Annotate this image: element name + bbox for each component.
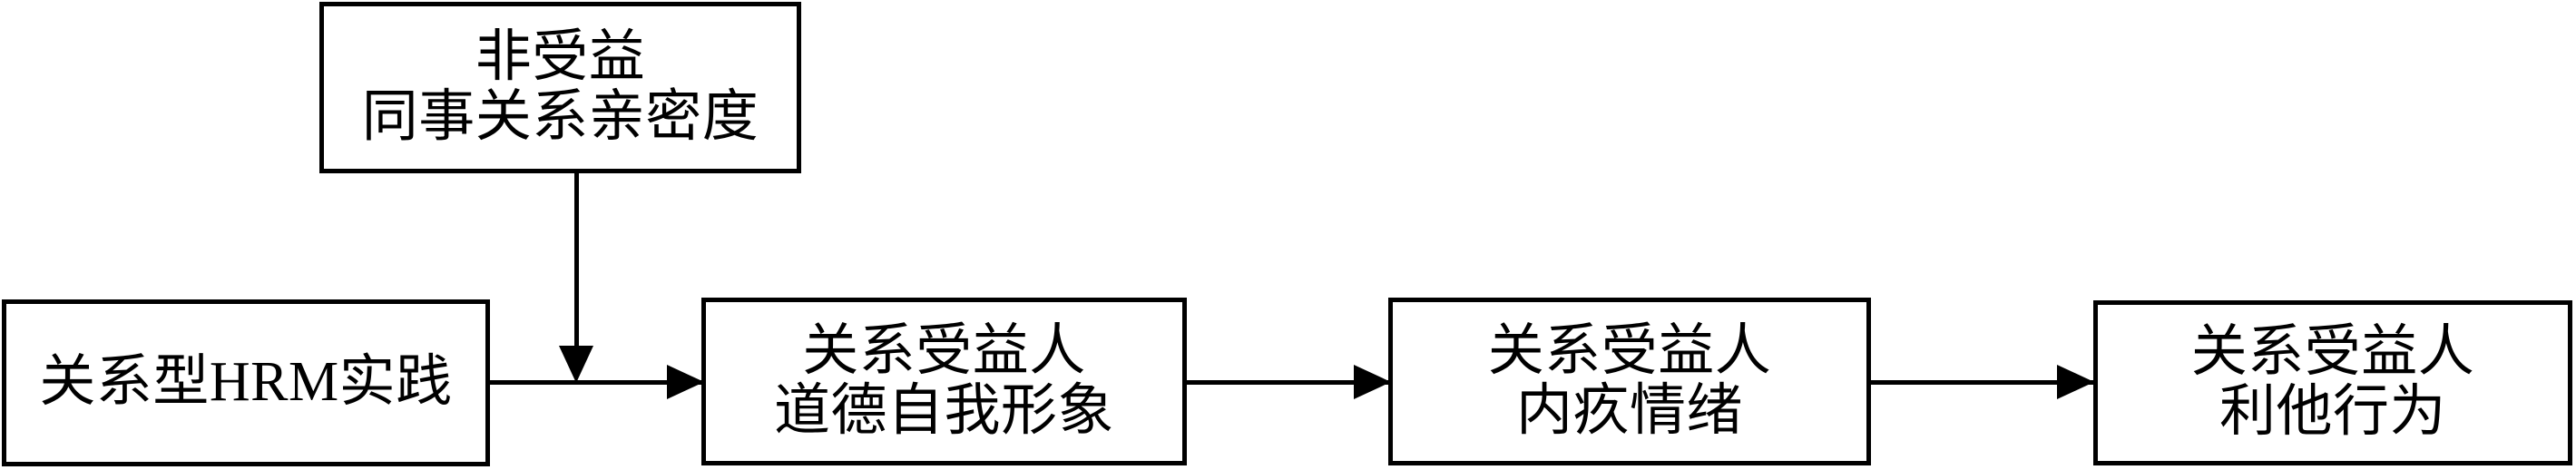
node-guilt-emotion-line-2: 内疚情绪 <box>1515 379 1743 442</box>
node-altruistic-behavior-line-1: 关系受益人 <box>2190 321 2475 384</box>
node-moderator-line-1: 非受益 <box>475 25 646 88</box>
node-moral-self-image-line-1: 关系受益人 <box>802 319 1086 382</box>
node-altruistic-behavior[interactable]: 关系受益人 利他行为 <box>2093 300 2572 465</box>
edge-hrm-to-moral-self-line <box>490 380 704 385</box>
node-moderator-line-2: 同事关系亲密度 <box>361 85 759 148</box>
node-moral-self-image[interactable]: 关系受益人 道德自我形象 <box>701 298 1187 465</box>
edge-moderator-line <box>574 173 579 348</box>
node-relational-hrm-practice[interactable]: 关系型HRM实践 <box>2 299 490 466</box>
edge-hrm-to-moral-self-arrowhead-icon <box>667 365 704 399</box>
node-guilt-emotion[interactable]: 关系受益人 内疚情绪 <box>1388 298 1871 465</box>
node-moderator[interactable]: 非受益 同事关系亲密度 <box>319 2 801 173</box>
node-moral-self-image-line-2: 道德自我形象 <box>773 379 1114 442</box>
node-altruistic-behavior-line-2: 利他行为 <box>2218 381 2446 443</box>
edge-moral-self-to-guilt-line <box>1185 380 1392 385</box>
edge-moral-self-to-guilt-arrowhead-icon <box>1354 365 1391 399</box>
edge-guilt-to-altruism-line <box>1869 380 2094 385</box>
edge-moderator-arrowhead-icon <box>559 346 593 383</box>
node-guilt-emotion-line-1: 关系受益人 <box>1487 319 1772 382</box>
node-relational-hrm-practice-line-1: 关系型HRM实践 <box>39 351 453 414</box>
edge-guilt-to-altruism-arrowhead-icon <box>2057 365 2094 399</box>
